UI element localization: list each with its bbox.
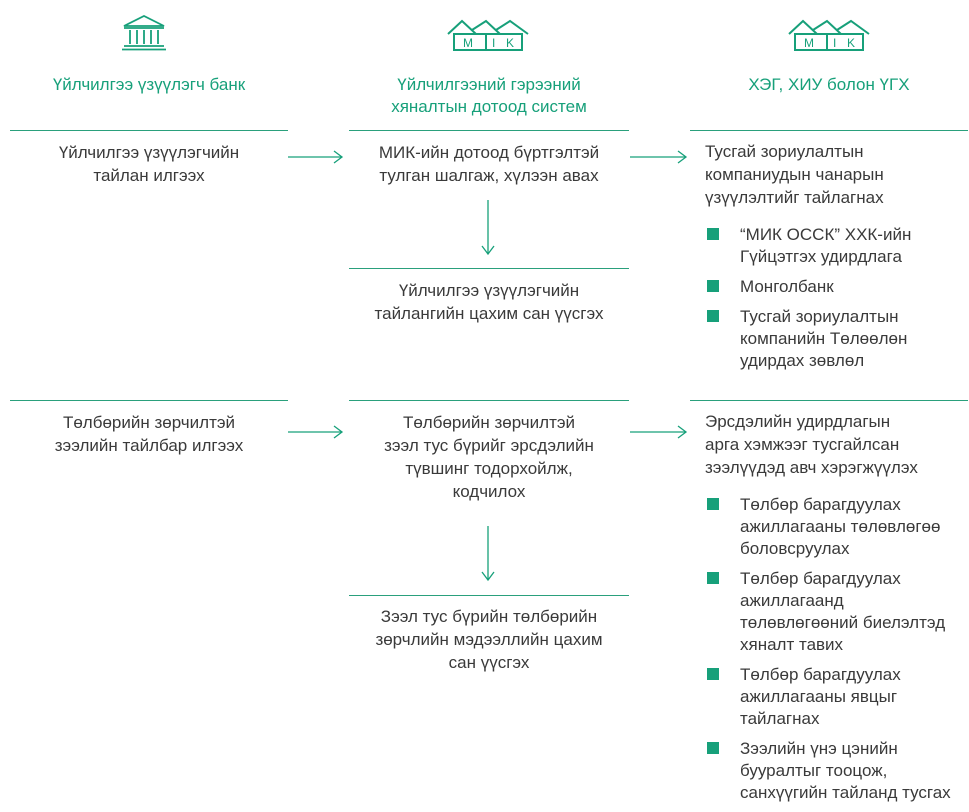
- divider: [690, 400, 968, 401]
- list-item: Төлбөр барагдуулах ажиллагаанд төлөвлөгө…: [705, 568, 967, 656]
- divider: [690, 130, 968, 131]
- text-line: компанийн Төлөөлөн: [740, 329, 908, 348]
- text-line: Тусгай зориулалтын: [705, 142, 864, 161]
- bullet-square-icon: [707, 668, 719, 680]
- arrow-down-icon: [481, 526, 495, 582]
- text-line: кодчилох: [452, 482, 526, 501]
- text-line: удирдах зөвлөл: [740, 351, 865, 370]
- column-title-internal-system: Үйлчилгээний гэрээний хяналтын дотоод си…: [349, 74, 629, 118]
- text-line: Тусгай зориулалтын: [740, 307, 899, 326]
- text-line: үзүүлэлтийг тайлагнах: [705, 188, 884, 207]
- arrow-right-icon: [630, 425, 688, 439]
- text-line: Гүйцэтгэх удирдлага: [740, 247, 902, 266]
- svg-text:M: M: [804, 36, 814, 50]
- text-line: Үйлчилгээ үзүүлэгчийн: [58, 143, 240, 162]
- divider: [349, 400, 629, 401]
- bullet-square-icon: [707, 228, 719, 240]
- regulator-step-report-quality: Тусгай зориулалтын компаниудын чанарын ү…: [705, 140, 967, 209]
- system-step-violation-database: Зээл тус бүрийн төлбөрийн зөрчлийн мэдээ…: [349, 605, 629, 674]
- arrow-right-icon: [288, 425, 344, 439]
- list-item: “МИК ОССК” ХХК-ийн Гүйцэтгэх удирдлага: [705, 224, 967, 268]
- text-line: сан үүсгэх: [448, 653, 530, 672]
- text-line: санхүүгийн тайланд тусгах: [740, 783, 951, 802]
- text-line: тайлагнах: [740, 709, 820, 728]
- text-line: Төлбөрийн зөрчилтэй: [62, 413, 236, 432]
- text-line: ажиллагааны төлөвлөгөө: [740, 517, 941, 536]
- text-line: МИК-ийн дотоод бүртгэлтэй: [378, 143, 600, 162]
- column-title-line: Үйлчилгээний гэрээний: [397, 75, 581, 94]
- divider: [349, 595, 629, 596]
- mik-logo-icon: M I K: [447, 19, 529, 51]
- text-line: арга хэмжээг тусгайлсан: [705, 435, 900, 454]
- arrow-right-icon: [288, 150, 344, 164]
- text-line: Монголбанк: [740, 277, 834, 296]
- text-line: Төлбөр барагдуулах: [740, 495, 901, 514]
- text-line: зээлийн тайлбар илгээх: [54, 436, 244, 455]
- text-line: тулган шалгаж, хүлээн авах: [379, 166, 599, 185]
- text-line: боловсруулах: [740, 539, 850, 558]
- text-line: “МИК ОССК” ХХК-ийн: [740, 225, 912, 244]
- arrow-right-icon: [630, 150, 688, 164]
- recipient-list: “МИК ОССК” ХХК-ийн Гүйцэтгэх удирдлага М…: [705, 224, 967, 380]
- divider: [10, 130, 288, 131]
- bank-step-send-explanation: Төлбөрийн зөрчилтэй зээлийн тайлбар илгэ…: [10, 411, 288, 457]
- text-line: тайлангийн цахим сан үүсгэх: [374, 304, 604, 323]
- text-line: зээл тус бүрийг эрсдэлийн: [384, 436, 594, 455]
- text-line: Төлбөр барагдуулах: [740, 665, 901, 684]
- column-title-regulators: ХЭГ, ХИУ болон ҮГХ: [748, 75, 910, 94]
- column-title-line: хяналтын дотоод систем: [391, 97, 587, 116]
- list-item: Зээлийн үнэ цэнийн бууралтыг тооцож, сан…: [705, 738, 967, 804]
- mik-logo-icon: M I K: [788, 19, 870, 51]
- system-step-create-database: Үйлчилгээ үзүүлэгчийн тайлангийн цахим с…: [349, 279, 629, 325]
- bullet-square-icon: [707, 742, 719, 754]
- bullet-square-icon: [707, 498, 719, 510]
- bank-icon: [122, 14, 166, 51]
- system-step-risk-coding: Төлбөрийн зөрчилтэй зээл тус бүрийг эрсд…: [349, 411, 629, 503]
- list-item: Тусгай зориулалтын компанийн Төлөөлөн уд…: [705, 306, 967, 372]
- measures-list: Төлбөр барагдуулах ажиллагааны төлөвлөгө…: [705, 494, 967, 812]
- list-item: Төлбөр барагдуулах ажиллагааны явцыг тай…: [705, 664, 967, 730]
- divider: [349, 268, 629, 269]
- text-line: зээлүүдэд авч хэрэгжүүлэх: [705, 458, 918, 477]
- svg-text:I: I: [833, 36, 836, 50]
- divider: [349, 130, 629, 131]
- bullet-square-icon: [707, 280, 719, 292]
- text-line: Эрсдэлийн удирдлагын: [705, 412, 891, 431]
- svg-text:K: K: [506, 36, 514, 50]
- regulator-step-risk-measures: Эрсдэлийн удирдлагын арга хэмжээг тусгай…: [705, 410, 967, 479]
- svg-text:I: I: [492, 36, 495, 50]
- text-line: төлөвлөгөөний биелэлтэд: [740, 613, 946, 632]
- text-line: ажиллагааны явцыг: [740, 687, 898, 706]
- svg-text:K: K: [847, 36, 855, 50]
- bullet-square-icon: [707, 572, 719, 584]
- text-line: тайлан илгээх: [93, 166, 205, 185]
- text-line: ажиллагаанд: [740, 591, 844, 610]
- text-line: компаниудын чанарын: [705, 165, 884, 184]
- text-line: хяналт тавих: [740, 635, 844, 654]
- bullet-square-icon: [707, 310, 719, 322]
- list-item: Төлбөр барагдуулах ажиллагааны төлөвлөгө…: [705, 494, 967, 560]
- column-title-bank: Үйлчилгээ үзүүлэгч банк: [52, 75, 246, 94]
- text-line: түвшинг тодорхойлж,: [405, 459, 573, 478]
- system-step-verify-receive: МИК-ийн дотоод бүртгэлтэй тулган шалгаж,…: [349, 141, 629, 187]
- text-line: Төлбөр барагдуулах: [740, 569, 901, 588]
- text-line: зөрчлийн мэдээллийн цахим: [375, 630, 603, 649]
- svg-text:M: M: [463, 36, 473, 50]
- text-line: Зээл тус бүрийн төлбөрийн: [380, 607, 598, 626]
- text-line: Үйлчилгээ үзүүлэгчийн: [398, 281, 580, 300]
- text-line: Төлбөрийн зөрчилтэй: [402, 413, 576, 432]
- divider: [10, 400, 288, 401]
- text-line: Зээлийн үнэ цэнийн: [740, 739, 898, 758]
- text-line: бууралтыг тооцож,: [740, 761, 888, 780]
- arrow-down-icon: [481, 200, 495, 256]
- bank-step-send-report: Үйлчилгээ үзүүлэгчийн тайлан илгээх: [10, 141, 288, 187]
- list-item: Монголбанк: [705, 276, 967, 298]
